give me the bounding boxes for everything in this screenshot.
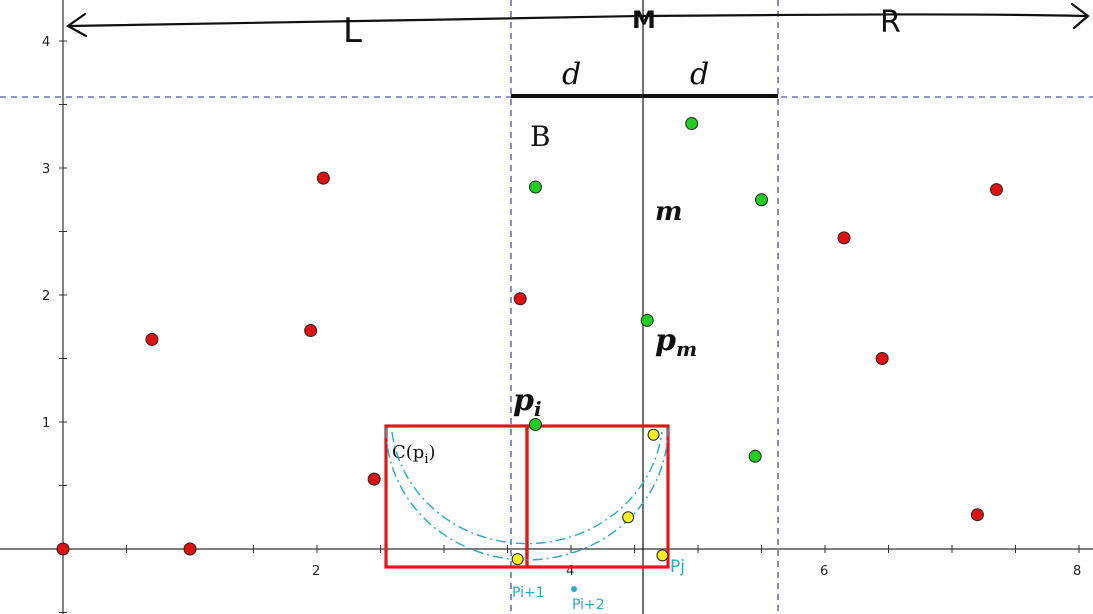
red-point [513, 292, 527, 306]
left-region-label: L [343, 11, 362, 51]
p-i-sub: i [534, 397, 542, 421]
d-left-label: d [562, 57, 581, 92]
y-tick-label-3: 3 [42, 162, 50, 177]
p-m-sub: m [676, 337, 697, 361]
red-point [56, 542, 70, 556]
red-point [145, 332, 159, 346]
points-layer [56, 117, 1003, 566]
yellow-point [647, 428, 660, 441]
region-arrow [65, 2, 1090, 38]
annotation-p-j: Pj [670, 557, 685, 577]
y-tick-label-4: 4 [42, 35, 50, 50]
d-right-label: d [690, 57, 709, 92]
green-point [640, 313, 654, 327]
semicircle-inner [391, 431, 663, 545]
x-tick-label-4: 4 [566, 564, 574, 579]
x-tick-label-8: 8 [1073, 564, 1081, 579]
green-point [685, 117, 699, 131]
green-point [755, 193, 768, 207]
right-region-label: R [880, 5, 901, 40]
semicircle-outer [385, 427, 669, 561]
red-point [304, 324, 318, 338]
p-i-label: pi [513, 383, 542, 421]
green-point [748, 449, 762, 463]
right-arrowhead [1070, 2, 1090, 30]
red-point [183, 542, 197, 556]
annotations: Pi+1 Pi+2 Pj [512, 557, 685, 613]
right-rectangle [525, 424, 670, 569]
red-point [316, 171, 330, 185]
red-point [970, 508, 984, 522]
median-marker-label: M [632, 6, 656, 34]
red-point [367, 472, 381, 486]
red-point [837, 231, 851, 245]
red-point [875, 352, 889, 365]
circle-label-main: C(p [392, 442, 424, 463]
annotation-p-i-plus-2: Pi+2 [572, 597, 605, 613]
y-tick-label-2: 2 [42, 289, 50, 304]
p-m-label: pm [655, 323, 697, 361]
yellow-point [622, 511, 635, 524]
arrow-line [68, 13, 1087, 28]
strip-label-b: B [530, 120, 551, 153]
left-arrowhead [65, 12, 88, 38]
median-line-label: m [655, 197, 683, 227]
y-tick-label-1: 1 [42, 416, 50, 431]
circle-label-close: ) [429, 442, 436, 463]
circle-c-p-i [385, 427, 669, 561]
x-tick-label-2: 2 [312, 564, 320, 579]
circle-label: C(pi) [392, 442, 436, 467]
green-point [528, 180, 542, 194]
p-m-main: p [655, 323, 676, 358]
x-tick-label-6: 6 [820, 564, 828, 579]
p-i-main: p [513, 383, 534, 418]
search-rectangles [384, 424, 670, 569]
annotation-dot [571, 586, 577, 592]
yellow-point [656, 549, 669, 562]
yellow-point [511, 553, 524, 566]
green-point [528, 418, 542, 432]
red-point [989, 183, 1003, 197]
circle-label-sub: i [424, 452, 428, 467]
annotation-p-i-plus-1: Pi+1 [512, 585, 545, 601]
